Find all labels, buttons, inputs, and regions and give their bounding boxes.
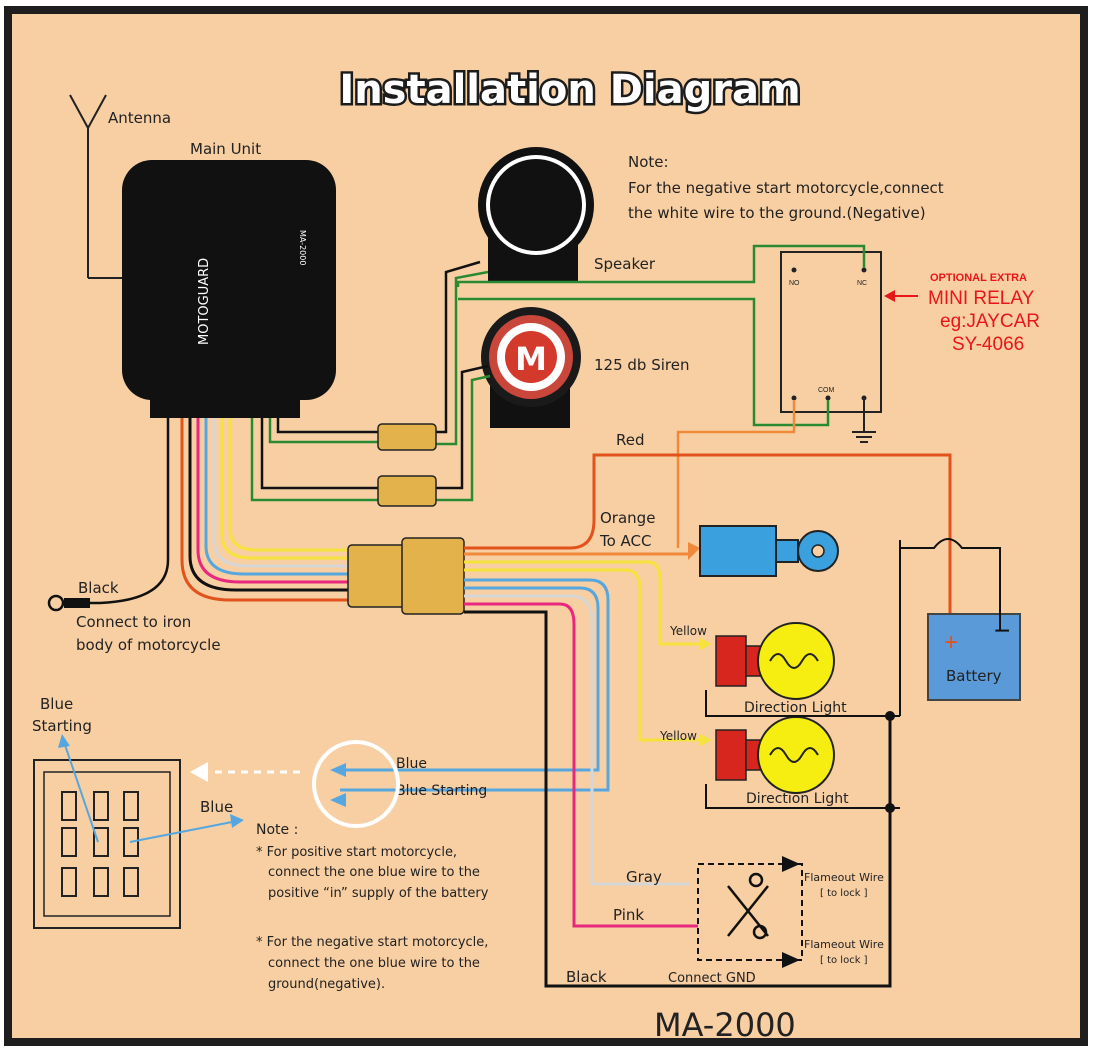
black-wire-label: Black bbox=[566, 968, 607, 986]
main-connector bbox=[347, 537, 465, 615]
relay-name: MINI RELAY bbox=[928, 288, 1035, 309]
blue-wire-label: Blue bbox=[396, 756, 427, 772]
flameout-sub-2: [ to lock ] bbox=[820, 955, 868, 966]
flameout-label-1: Flameout Wire bbox=[804, 871, 884, 884]
note-bottom-p2-l2: connect the one blue wire to the bbox=[268, 956, 480, 971]
red-wire-label: Red bbox=[616, 431, 645, 449]
relay-green-wires bbox=[456, 244, 866, 427]
white-arrow-icon bbox=[190, 762, 208, 782]
note-bottom-heading: Note : bbox=[256, 822, 298, 838]
light-ground-wires bbox=[705, 690, 900, 809]
speaker-icon bbox=[478, 147, 594, 282]
switch-blue-starting-2: Starting bbox=[32, 717, 92, 735]
blue-arrow-2-icon bbox=[330, 793, 346, 807]
battery-plus: + bbox=[944, 629, 958, 656]
direction-light-2-label: Direction Light bbox=[746, 791, 849, 807]
junction-2 bbox=[885, 803, 895, 813]
speaker-connector bbox=[377, 423, 437, 507]
relay-orange-wire bbox=[676, 400, 796, 548]
output-wires bbox=[340, 453, 952, 988]
ground-black-label: Black bbox=[78, 579, 119, 597]
yellow-wire-1-label: Yellow bbox=[669, 624, 707, 638]
note-top-heading: Note: bbox=[628, 153, 669, 171]
direction-light-2-icon bbox=[715, 716, 835, 794]
siren-icon bbox=[481, 307, 581, 428]
acc-key-switch-icon bbox=[699, 525, 839, 577]
note-bottom-p2-l1: * For the negative start motorcycle, bbox=[256, 935, 488, 950]
flameout-label-2: Flameout Wire bbox=[804, 938, 884, 951]
model-footer: MA-2000 bbox=[654, 1006, 796, 1044]
note-bottom-p1-l3: positive “in” supply of the battery bbox=[268, 886, 489, 901]
scissors-icon bbox=[727, 872, 769, 940]
main-unit-model: MA-2000 bbox=[298, 230, 307, 265]
main-unit bbox=[122, 160, 336, 418]
note-bottom-p1-l1: * For positive start motorcycle, bbox=[256, 845, 457, 860]
main-unit-label: Main Unit bbox=[190, 140, 261, 158]
relay-optional-label: OPTIONAL EXTRA bbox=[930, 272, 1027, 284]
note-top-line1: For the negative start motorcycle,connec… bbox=[628, 179, 944, 197]
switch-blue: Blue bbox=[200, 798, 233, 816]
connect-gnd-label: Connect GND bbox=[668, 971, 756, 986]
speaker-label: Speaker bbox=[594, 255, 656, 273]
ground-line1: Connect to iron bbox=[76, 613, 191, 631]
yellow-wire-2-label: Yellow bbox=[659, 729, 697, 743]
gray-wire-label: Gray bbox=[626, 868, 662, 886]
main-harness-wires bbox=[180, 418, 352, 602]
relay-example-1: eg:JAYCAR bbox=[940, 311, 1040, 332]
to-acc-label: To ACC bbox=[599, 532, 652, 550]
siren-logo: M bbox=[515, 340, 547, 378]
ground-line2: body of motorcycle bbox=[76, 636, 221, 654]
note-top-line2: the white wire to the ground.(Negative) bbox=[628, 204, 926, 222]
switch-blue-starting-1: Blue bbox=[40, 695, 73, 713]
ground-wire bbox=[47, 418, 170, 612]
antenna-label: Antenna bbox=[108, 109, 171, 127]
relay-pin-no: NO bbox=[789, 280, 800, 287]
switch-pointer-lines bbox=[63, 741, 233, 843]
flameout-sub-1: [ to lock ] bbox=[820, 888, 868, 899]
switch-arrow-up-icon bbox=[58, 734, 70, 748]
yellow-arrow-1-icon bbox=[700, 638, 712, 650]
switch-arrow-right-icon bbox=[230, 814, 244, 828]
flameout-cut-box bbox=[697, 856, 803, 968]
blue-starting-wire-label: Blue Starting bbox=[396, 783, 487, 799]
direction-light-1-label: Direction Light bbox=[744, 700, 847, 716]
diagram-title: Installation Diagram bbox=[339, 67, 800, 113]
pink-wire-label: Pink bbox=[613, 906, 644, 924]
yellow-arrow-2-icon bbox=[700, 734, 712, 746]
ground-symbol-icon bbox=[852, 398, 876, 443]
relay-pin-com: COM bbox=[818, 387, 835, 394]
relay-example-2: SY-4066 bbox=[952, 334, 1024, 355]
blue-wire-highlight bbox=[312, 740, 400, 828]
blue-arrow-1-icon bbox=[330, 763, 346, 777]
ignition-switch-icon bbox=[33, 759, 181, 929]
main-unit-brand: MOTOGUARD bbox=[197, 258, 212, 345]
speaker-siren-wires bbox=[250, 260, 491, 502]
siren-label: 125 db Siren bbox=[594, 356, 689, 374]
junction-1 bbox=[885, 711, 895, 721]
direction-light-1-icon bbox=[715, 622, 835, 700]
orange-arrow-icon bbox=[688, 542, 700, 560]
note-bottom-p1-l2: connect the one blue wire to the bbox=[268, 865, 480, 880]
note-bottom-p2-l3: ground(negative). bbox=[268, 977, 385, 992]
relay-pointer-arrow-icon bbox=[884, 290, 918, 302]
orange-wire-label: Orange bbox=[600, 509, 655, 527]
battery-label: Battery bbox=[946, 667, 1002, 685]
antenna-icon bbox=[69, 94, 124, 279]
battery-minus: − bbox=[994, 615, 1010, 646]
mini-relay bbox=[780, 251, 882, 413]
battery-icon bbox=[899, 538, 1021, 716]
relay-pin-nc: NC bbox=[857, 280, 867, 287]
